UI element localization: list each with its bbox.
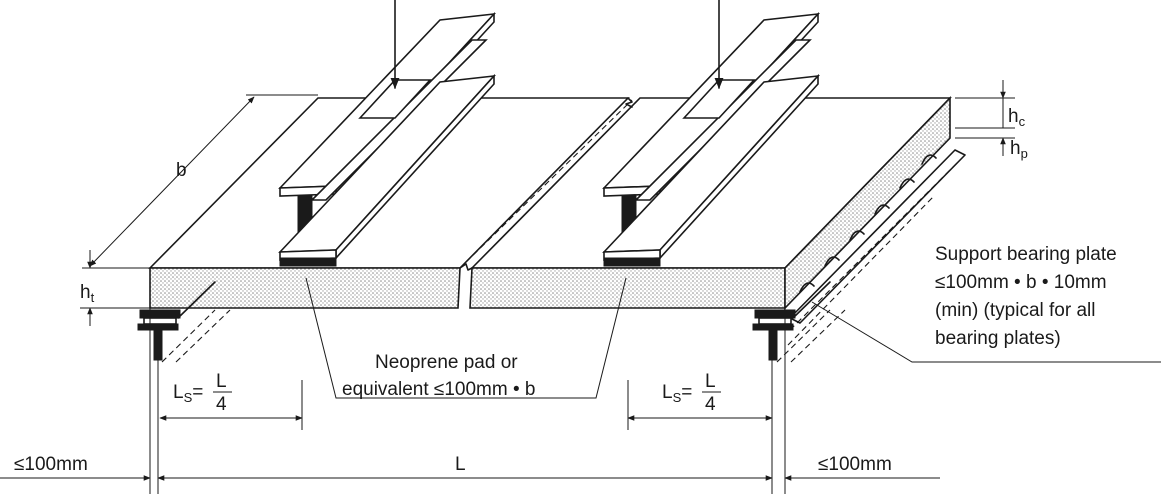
label-ht: ht [80,282,95,305]
ls-right-label: LS= [662,382,692,405]
slab-front-left [149,267,461,309]
slab-front-right [469,267,786,309]
ls-left-den: 4 [216,394,227,415]
bearing-line3: (min) (typical for all [935,300,1095,321]
slab [148,96,966,346]
slab-break-line [465,99,633,263]
slab-side-right [784,96,951,310]
dim-right-label: ≤100mm [818,454,892,475]
load-plate-right [682,79,756,119]
callout-bearing-plate: Support bearing plate ≤100mm • b • 10mm … [811,244,1161,363]
dim-ht: ht [80,250,150,326]
label-b: b [176,160,187,181]
dim-b: b [82,94,318,269]
ls-right-den: 4 [705,394,716,415]
callout-bearing-leader [811,301,1161,363]
neoprene-line1: Neoprene pad or [375,352,518,373]
ls-left-label: LS= [173,382,203,405]
ls-left-num: L [216,371,227,392]
dim-ls-left: LS= L 4 [159,371,303,430]
load-plate-left [358,79,432,119]
support-right [752,281,846,363]
label-hp: hp [1010,138,1028,161]
callout-neoprene: Neoprene pad or equivalent ≤100mm • b [305,277,627,400]
dim-ls-right: LS= L 4 [627,371,773,430]
callout-neoprene-leader [305,277,627,399]
bearing-line2: ≤100mm • b • 10mm [935,272,1107,293]
ls-right-num: L [705,371,716,392]
dim-hc-hp: hc hp [955,80,1028,161]
label-hc: hc [1008,106,1026,129]
support-left [137,281,231,363]
loading-beam-left [278,0,497,267]
dim-span-label: L [455,454,466,475]
neoprene-line2: equivalent ≤100mm • b [342,379,535,400]
bearing-line4: bearing plates) [935,328,1061,349]
dim-bottom-chain: ≤100mm L ≤100mm [0,308,940,494]
dim-left-label: ≤100mm [14,454,88,475]
break-zigzag [625,97,633,108]
bearing-line1: Support bearing plate [935,244,1117,265]
deck-profile-ribs [799,154,937,293]
loading-beam-right [602,0,821,267]
